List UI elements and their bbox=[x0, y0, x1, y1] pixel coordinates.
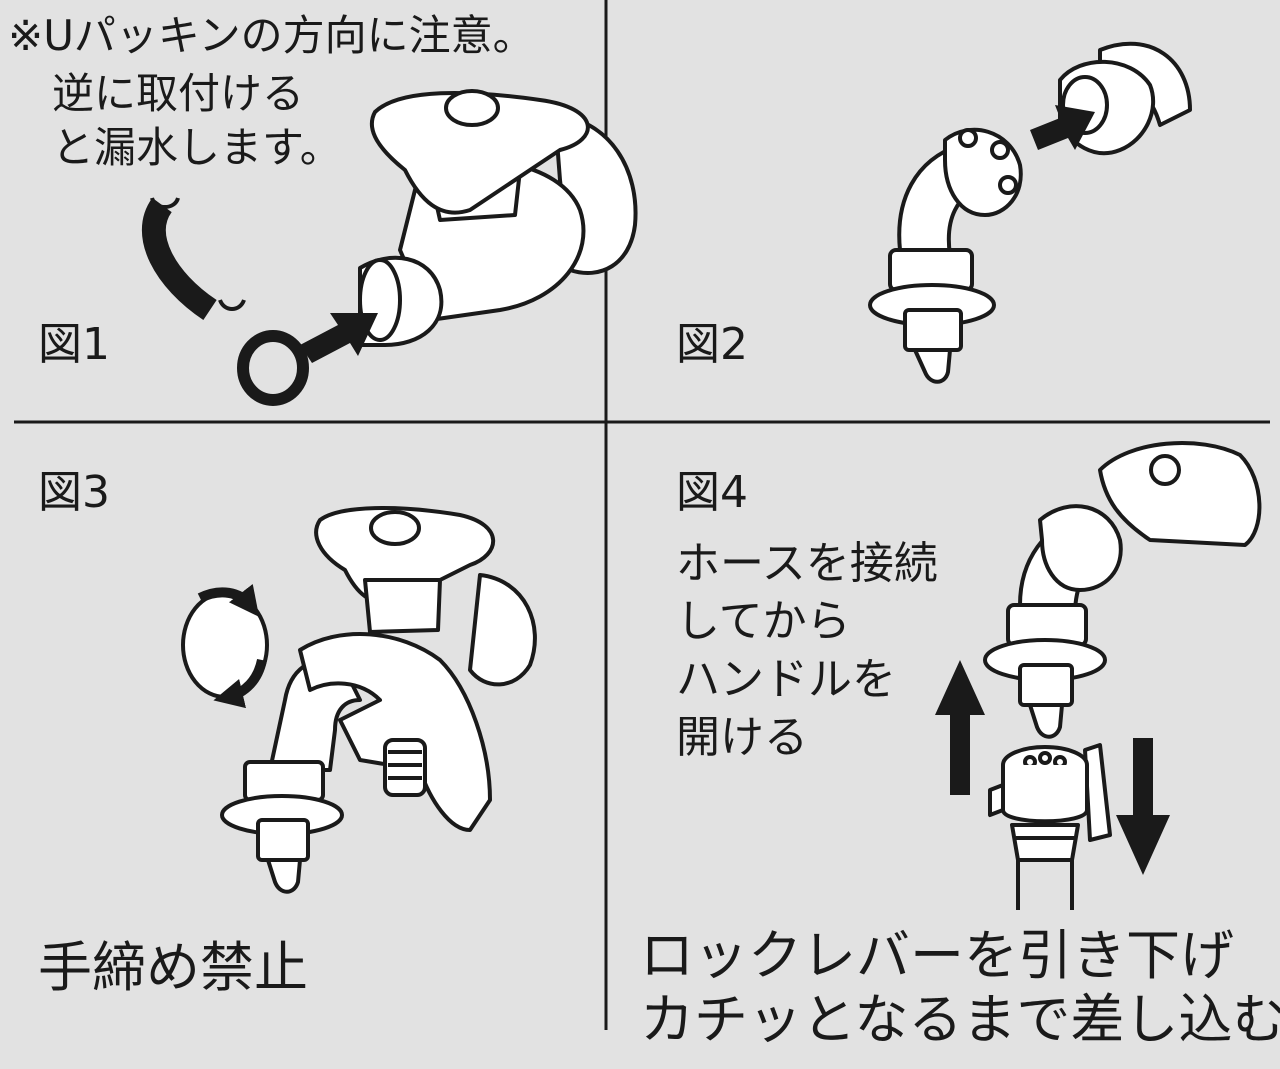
elbow-adapter-illustration bbox=[868, 127, 1023, 384]
faucet-illustration-3 bbox=[220, 506, 537, 894]
arrow-insert-1 bbox=[300, 313, 378, 363]
caution-note-line2: 逆に取付ける bbox=[52, 69, 305, 118]
faucet-illustration-4 bbox=[983, 441, 1262, 739]
gasket-ring bbox=[237, 330, 309, 406]
figure-label-4: 図4 bbox=[676, 467, 748, 518]
fig4-instruction-line3: ハンドルを bbox=[676, 654, 896, 705]
hose-connector-illustration bbox=[988, 743, 1112, 910]
hand-tighten-warning: 手締め禁止 bbox=[38, 936, 308, 999]
arrow-down bbox=[1116, 738, 1170, 875]
fig4-instruction-line4: 開ける bbox=[676, 712, 808, 763]
figure-label-1: 図1 bbox=[38, 319, 110, 370]
fig4-instruction-line2: してから bbox=[676, 596, 851, 647]
arrow-up bbox=[935, 660, 985, 795]
faucet-illustration-1 bbox=[358, 89, 638, 347]
wrench-illustration bbox=[298, 632, 492, 832]
caution-note-line3: と漏水します。 bbox=[52, 123, 342, 172]
arrow-insert-2 bbox=[1030, 105, 1095, 150]
lock-lever-instruction-line1: ロックレバーを引き下げ bbox=[640, 924, 1234, 987]
figure-label-3: 図3 bbox=[38, 467, 110, 518]
u-packing-illustration bbox=[141, 197, 246, 320]
lock-lever-instruction-line2: カチッとなるまで差し込む bbox=[640, 988, 1280, 1051]
caution-note-line1: ※Uパッキンの方向に注意。 bbox=[8, 11, 535, 60]
fig4-instruction-line1: ホースを接続 bbox=[676, 538, 938, 589]
figure-label-2: 図2 bbox=[676, 319, 748, 370]
rotation-arrow bbox=[181, 583, 269, 709]
